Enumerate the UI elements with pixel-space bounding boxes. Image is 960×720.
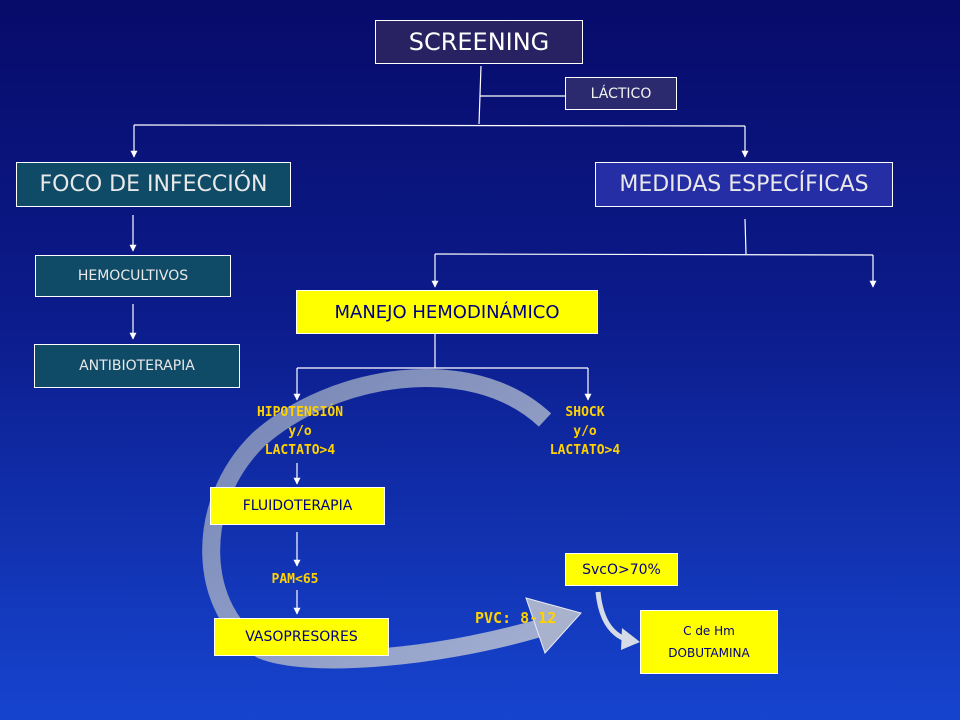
- shock-label: SHOCK y/o LACTATO>4: [515, 403, 655, 460]
- shock-line1: SHOCK: [565, 405, 605, 420]
- shock-line2: y/o: [573, 424, 597, 439]
- connector-branch-horizontal: [133, 124, 746, 127]
- medidas-especificas-box: MEDIDAS ESPECÍFICAS: [595, 162, 893, 207]
- manejo-hemodinamico-box: MANEJO HEMODINÁMICO: [296, 290, 598, 334]
- screening-box: SCREENING: [375, 20, 583, 64]
- loop-arrow-icon: [202, 369, 552, 669]
- shock-line3: LACTATO>4: [549, 443, 621, 458]
- pam-label: PAM<65: [271, 572, 319, 587]
- lactico-box: LÁCTICO: [565, 77, 677, 110]
- hipotension-label: HIPOTENSIÓN y/o LACTATO>4: [225, 403, 375, 460]
- c-de-hm-label: C de Hm: [683, 624, 735, 638]
- c-de-hm-dobutamina-box: C de Hm DOBUTAMINA: [640, 610, 778, 674]
- hemocultivos-box: HEMOCULTIVOS: [35, 255, 231, 297]
- hipotension-line2: y/o: [288, 424, 312, 439]
- dobutamina-label: DOBUTAMINA: [668, 646, 750, 660]
- pvc-label: PVC: 8-12: [475, 609, 557, 627]
- fluidoterapia-box: FLUIDOTERAPIA: [210, 487, 385, 525]
- hipotension-line1: HIPOTENSIÓN: [256, 405, 344, 420]
- connector-screening-down: [478, 65, 482, 125]
- curved-arrowhead-icon: [621, 628, 640, 650]
- svco-box: SvcO>70%: [565, 553, 678, 586]
- connector-medidas-down: [744, 218, 747, 255]
- vasopresores-box: VASOPRESORES: [214, 618, 389, 656]
- antibioterapia-box: ANTIBIOTERAPIA: [34, 344, 240, 388]
- connector-medidas-horizontal: [434, 253, 874, 256]
- foco-infeccion-box: FOCO DE INFECCIÓN: [16, 162, 291, 207]
- loop-arrowhead-icon: [525, 597, 582, 654]
- hipotension-line3: LACTATO>4: [264, 443, 336, 458]
